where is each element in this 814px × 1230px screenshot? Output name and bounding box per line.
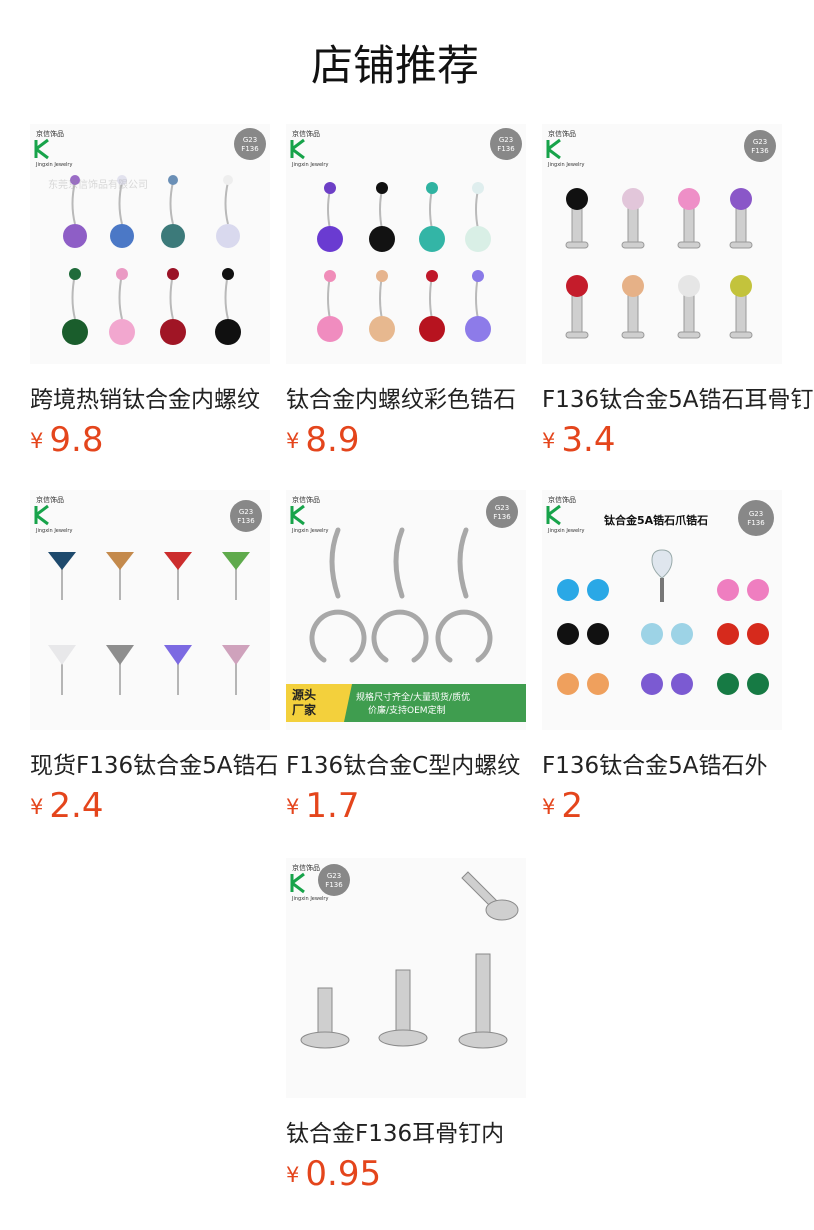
price-value: 9.8: [49, 420, 104, 460]
svg-text:Jingxin Jewelry: Jingxin Jewelry: [291, 162, 328, 168]
svg-text:G23: G23: [327, 872, 341, 880]
svg-text:F136: F136: [325, 881, 343, 889]
svg-text:京信饰品: 京信饰品: [548, 129, 576, 138]
brand-logo-icon: 京信饰品 Jingxin Jewelry: [290, 129, 328, 168]
watermark: 东莞京信饰品有限公司: [48, 180, 148, 191]
price-value: 8.9: [305, 420, 360, 460]
product-price: ¥9.8: [30, 420, 103, 466]
price-value: 2: [561, 786, 584, 826]
svg-text:Jingxin Jewelry: Jingxin Jewelry: [547, 162, 584, 168]
brand-logo-icon: 京信饰品 Jingxin Jewelry: [290, 863, 328, 902]
image-caption: 钛合金5A锆石爪锆石: [604, 513, 708, 527]
svg-text:Jingxin Jewelry: Jingxin Jewelry: [291, 528, 328, 534]
brand-logo-icon: 京信饰品 Jingxin Jewelry: [546, 495, 584, 534]
product-price: ¥1.7: [286, 786, 359, 832]
currency-symbol: ¥: [30, 429, 44, 453]
svg-text:Jingxin Jewelry: Jingxin Jewelry: [35, 528, 72, 534]
promo-title: 源头厂家: [292, 687, 317, 717]
brand-cn-text: 京信饰品: [36, 129, 64, 138]
currency-symbol: ¥: [286, 795, 300, 819]
brand-logo-icon: 京信饰品 Jingxin Jewelry: [546, 129, 584, 168]
svg-text:F136: F136: [241, 145, 259, 153]
svg-text:Jingxin Jewelry: Jingxin Jewelry: [291, 896, 328, 902]
product-price: ¥2: [542, 786, 583, 832]
currency-symbol: ¥: [30, 795, 44, 819]
product-name[interactable]: 钛合金F136耳骨钉内: [286, 1121, 505, 1147]
svg-text:Jingxin Jewelry: Jingxin Jewelry: [547, 528, 584, 534]
currency-symbol: ¥: [286, 429, 300, 453]
svg-text:F136: F136: [751, 147, 769, 155]
svg-text:G23: G23: [749, 510, 763, 518]
svg-text:G23: G23: [753, 138, 767, 146]
promo-text-2: 价廉/支持OEM定制: [368, 704, 446, 716]
product-name[interactable]: 现货F136钛合金5A锆石: [30, 753, 279, 779]
product-name[interactable]: F136钛合金C型内螺纹: [286, 753, 521, 779]
price-value: 3.4: [561, 420, 616, 460]
svg-text:京信饰品: 京信饰品: [36, 495, 64, 504]
currency-symbol: ¥: [542, 795, 556, 819]
page-title: 店铺推荐: [310, 41, 479, 90]
promo-text-1: 规格尺寸齐全/大量现货/质优: [356, 691, 470, 703]
product-price: ¥8.9: [286, 420, 359, 466]
product-name[interactable]: 钛合金内螺纹彩色锆石: [286, 387, 516, 413]
currency-symbol: ¥: [286, 1163, 300, 1187]
svg-text:京信饰品: 京信饰品: [292, 863, 320, 872]
product-name[interactable]: 跨境热销钛合金内螺纹: [30, 387, 260, 413]
brand-logo-icon: 京信饰品 Jingxin Jewelry: [34, 495, 72, 534]
svg-text:F136: F136: [237, 517, 255, 525]
product-name[interactable]: F136钛合金5A锆石外: [542, 753, 768, 779]
svg-text:京信饰品: 京信饰品: [292, 495, 320, 504]
product-price: ¥0.95: [286, 1154, 381, 1200]
brand-logo-icon: 京信饰品 Jingxin Jewelry: [290, 495, 328, 534]
currency-symbol: ¥: [542, 429, 556, 453]
svg-text:F136: F136: [493, 513, 511, 521]
product-price: ¥3.4: [542, 420, 615, 466]
svg-text:G23: G23: [499, 136, 513, 144]
price-value: 0.95: [305, 1154, 382, 1194]
svg-text:京信饰品: 京信饰品: [548, 495, 576, 504]
product-price: ¥2.4: [30, 786, 103, 832]
price-value: 1.7: [305, 786, 360, 826]
brand-logo-icon: 京信饰品 Jingxin Jewelry: [34, 129, 72, 168]
svg-text:京信饰品: 京信饰品: [292, 129, 320, 138]
promo-banner: 源头厂家 规格尺寸齐全/大量现货/质优 价廉/支持OEM定制: [286, 684, 526, 722]
heart-gem-icon: [651, 549, 673, 602]
svg-text:G23: G23: [495, 504, 509, 512]
price-value: 2.4: [49, 786, 104, 826]
svg-text:F136: F136: [747, 519, 765, 527]
product-name[interactable]: F136钛合金5A锆石耳骨钉: [542, 387, 814, 413]
svg-text:F136: F136: [497, 145, 515, 153]
svg-text:G23: G23: [243, 136, 257, 144]
brand-en-text: Jingxin Jewelry: [35, 162, 72, 168]
svg-text:G23: G23: [239, 508, 253, 516]
